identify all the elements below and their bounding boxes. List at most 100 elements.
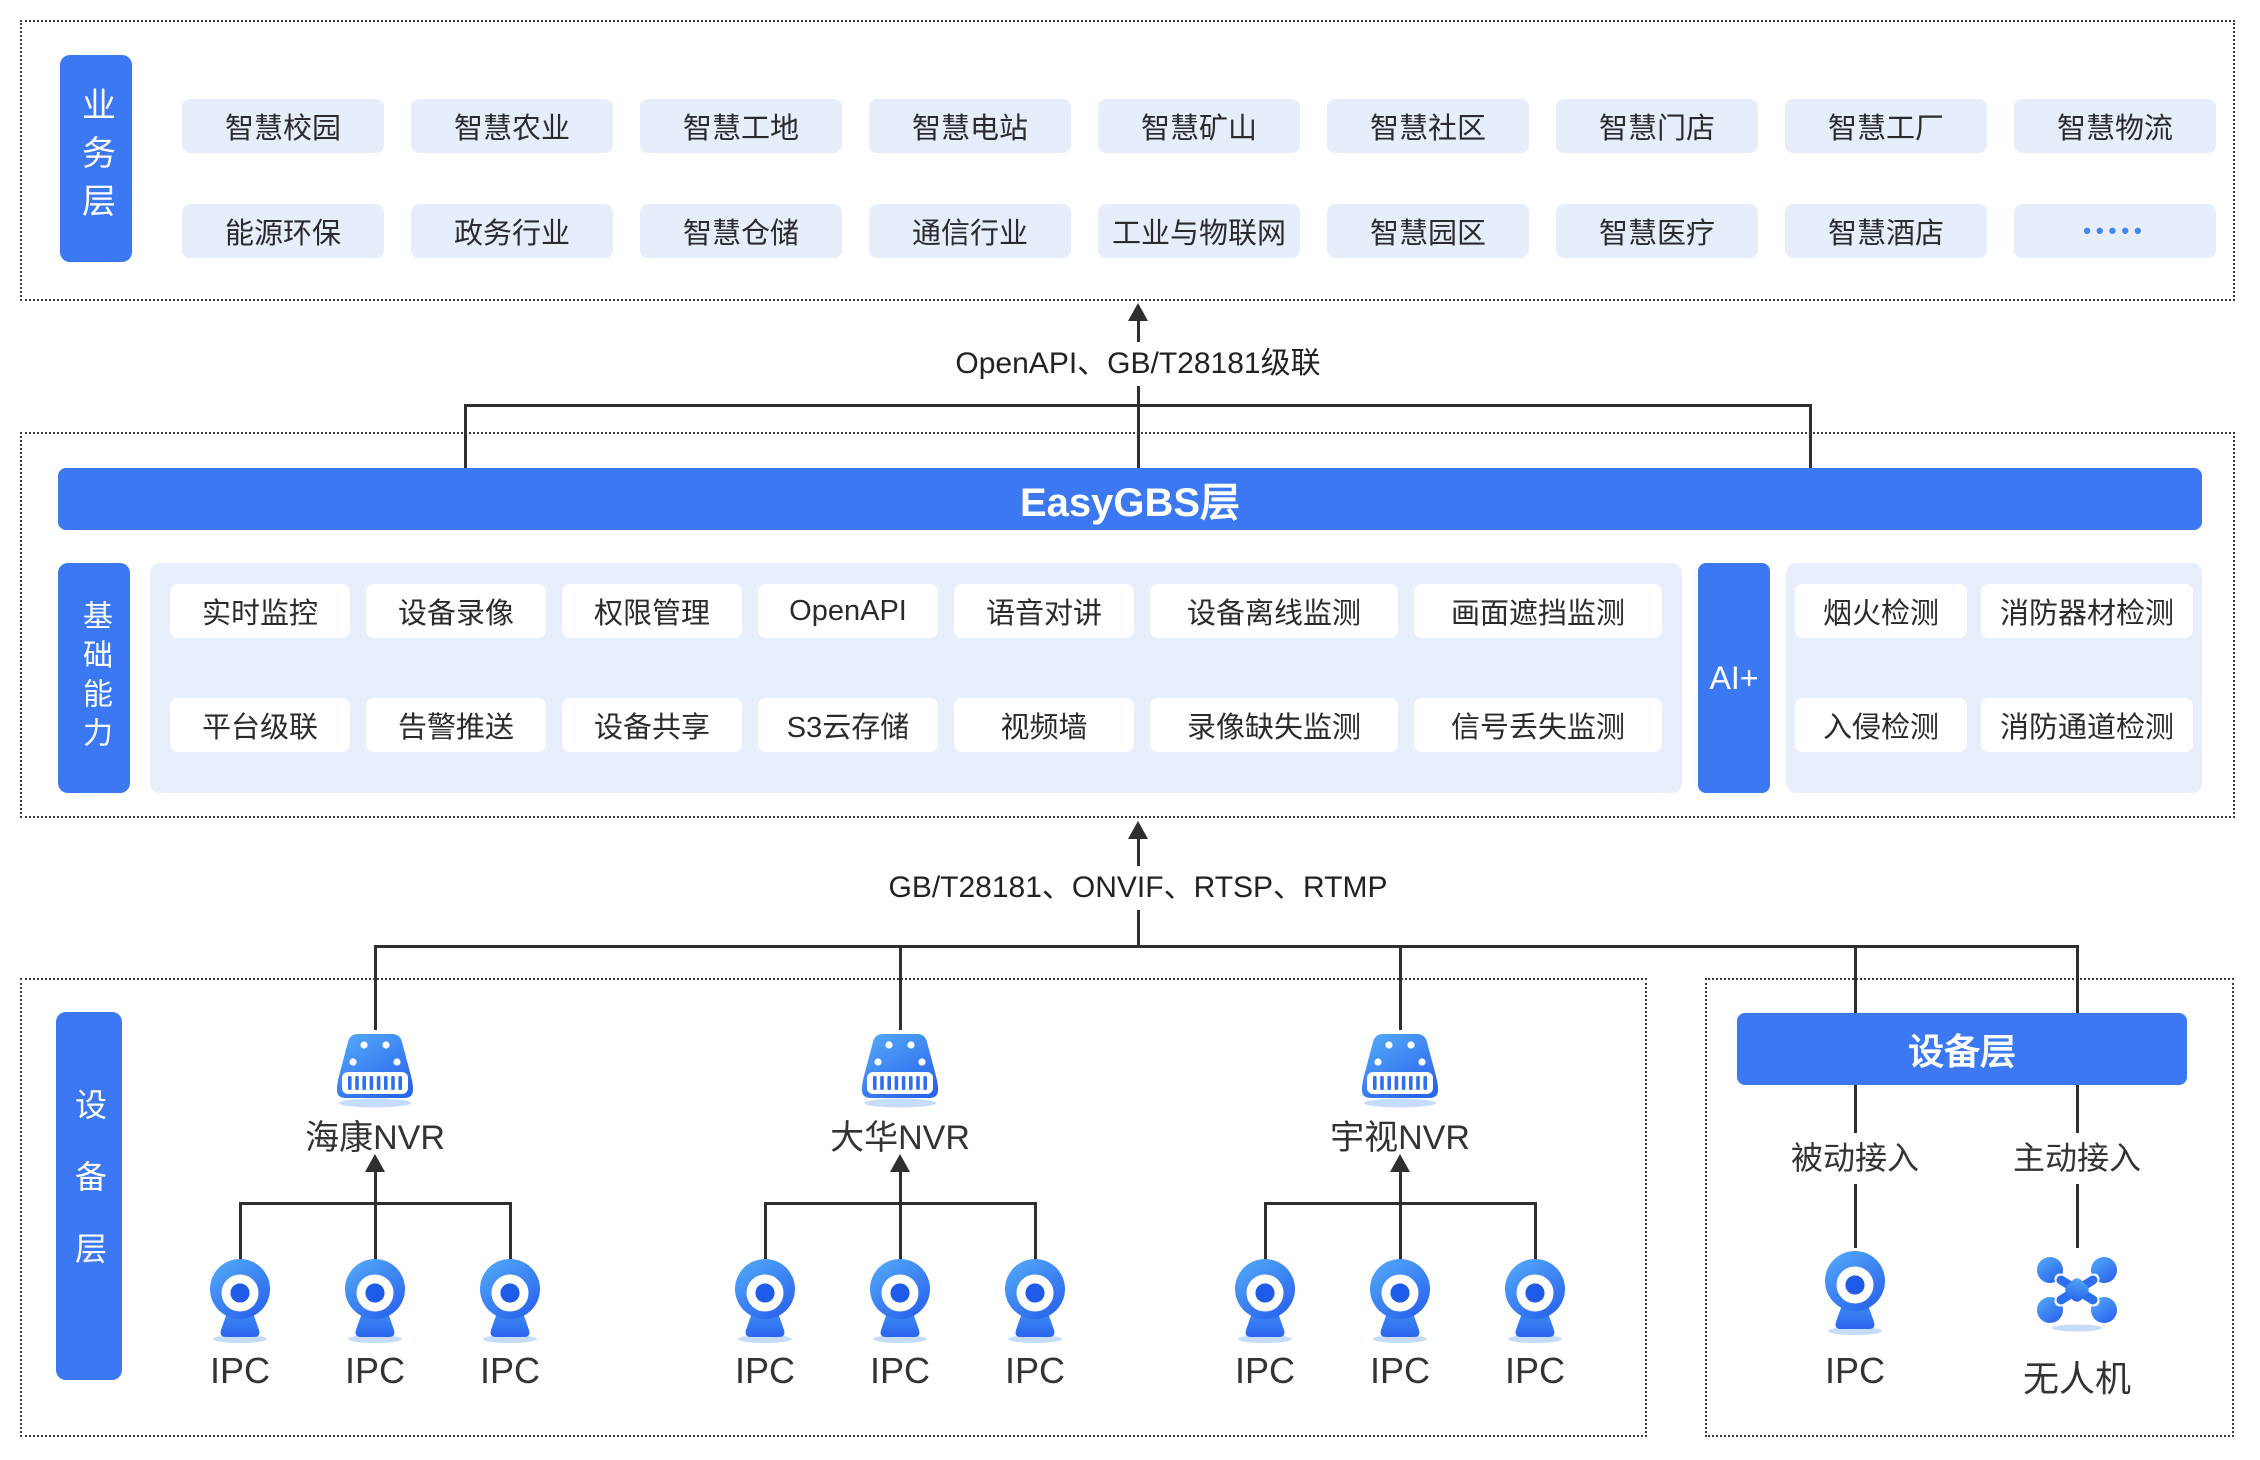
capability-item: OpenAPI: [758, 584, 938, 638]
drone-label: 无人机: [2022, 1358, 2132, 1399]
up-arrow-icon: [365, 1154, 385, 1172]
up-arrow-icon: [1390, 1154, 1410, 1172]
up-arrow-icon: [1128, 821, 1148, 839]
connector-top-bracket-left: [464, 404, 467, 468]
nvr-bracket-line: [765, 1202, 1035, 1205]
nvr-group-dahua: 大华NVR IPC IPC IPC: [720, 1030, 1080, 1410]
ai-item: 入侵检测: [1795, 698, 1967, 752]
business-item: 智慧工地: [640, 99, 842, 153]
nvr-icon: [327, 1030, 423, 1113]
easygbs-title-bar: EasyGBS层: [58, 468, 2202, 530]
nvr-stem-line: [1398, 1170, 1402, 1260]
nvr-bracket-line: [240, 1202, 510, 1205]
business-row-2: 能源环保 政务行业 智慧仓储 通信行业 工业与物联网 智慧园区 智慧医疗 智慧酒…: [182, 204, 2222, 258]
capability-item: S3云存储: [758, 698, 938, 752]
ai-row-2: 入侵检测 消防通道检测: [1795, 698, 2193, 752]
ipc-camera-icon: [725, 1258, 805, 1349]
business-item: 智慧物流: [2014, 99, 2216, 153]
drop-line-nvr-2: [898, 945, 902, 1030]
nvr-drop-left: [763, 1202, 767, 1260]
ipc-camera-icon: [470, 1258, 550, 1349]
nvr-stem-line: [373, 1170, 377, 1260]
connector-top-bracket-right: [1809, 404, 1812, 468]
business-item: 政务行业: [411, 204, 613, 258]
business-layer-label: 业务层: [60, 55, 132, 262]
business-row-1: 智慧校园 智慧农业 智慧工地 智慧电站 智慧矿山 智慧社区 智慧门店 智慧工厂 …: [182, 99, 2222, 153]
ai-item: 烟火检测: [1795, 584, 1967, 638]
nvr-drop-right: [508, 1202, 512, 1260]
ipc-camera-icon: [1815, 1250, 1895, 1341]
business-item: 智慧农业: [411, 99, 613, 153]
connector-top-label: OpenAPI、GB/T28181级联: [939, 342, 1337, 386]
passive-line-lower: [1853, 1184, 1857, 1248]
drop-line-active: [2075, 945, 2079, 1013]
capability-item: 平台级联: [170, 698, 350, 752]
business-item: 智慧工厂: [1785, 99, 1987, 153]
capability-row-1: 实时监控 设备录像 权限管理 OpenAPI 语音对讲 设备离线监测 画面遮挡监…: [170, 584, 1662, 638]
up-arrow-icon: [1128, 303, 1148, 321]
capability-item: 画面遮挡监测: [1414, 584, 1662, 638]
capability-item: 设备离线监测: [1150, 584, 1398, 638]
active-line-upper: [2075, 1085, 2079, 1133]
ai-item: 消防器材检测: [1981, 584, 2193, 638]
drop-line-nvr-3: [1398, 945, 1402, 1030]
business-items: 智慧校园 智慧农业 智慧工地 智慧电站 智慧矿山 智慧社区 智慧门店 智慧工厂 …: [182, 79, 2222, 258]
connector-top-stem: [1136, 319, 1140, 468]
ipc-camera-icon: [200, 1258, 280, 1349]
capability-item: 设备录像: [366, 584, 546, 638]
ipc-camera-icon: [1225, 1258, 1305, 1349]
nvr-name: 宇视NVR: [1330, 1119, 1470, 1157]
capability-row-2: 平台级联 告警推送 设备共享 S3云存储 视频墙 录像缺失监测 信号丢失监测: [170, 698, 1662, 752]
nvr-group-hikvision: 海康NVR IPC IPC IPC: [195, 1030, 555, 1410]
capability-item: 视频墙: [954, 698, 1134, 752]
ipc-label: IPC: [734, 1350, 795, 1391]
nvr-name: 海康NVR: [305, 1119, 445, 1157]
drop-line-passive: [1853, 945, 1857, 1013]
nvr-name: 大华NVR: [830, 1119, 970, 1157]
business-item: 智慧门店: [1556, 99, 1758, 153]
device-layer-label: 设备层: [56, 1012, 122, 1380]
connector-bottom-bus: [374, 945, 2078, 948]
up-arrow-icon: [890, 1154, 910, 1172]
active-line-lower: [2075, 1184, 2079, 1248]
nvr-drop-right: [1533, 1202, 1537, 1260]
nvr-icon: [852, 1030, 948, 1113]
nvr-icon: [1352, 1030, 1448, 1113]
passive-access-label: 被动接入: [1782, 1136, 1928, 1180]
business-item: 智慧酒店: [1785, 204, 1987, 258]
business-item: 工业与物联网: [1098, 204, 1300, 258]
ipc-label: IPC: [1004, 1350, 1065, 1391]
business-layer-box: 业务层 智慧校园 智慧农业 智慧工地 智慧电站 智慧矿山 智慧社区 智慧门店 智…: [20, 20, 2235, 301]
ipc-camera-icon: [860, 1258, 940, 1349]
ipc-camera-icon: [1360, 1258, 1440, 1349]
ipc-label: IPC: [869, 1350, 930, 1391]
device-access-header: 设备层: [1737, 1013, 2187, 1085]
capability-item: 实时监控: [170, 584, 350, 638]
business-item: 智慧社区: [1327, 99, 1529, 153]
connector-bottom-label: GB/T28181、ONVIF、RTSP、RTMP: [872, 866, 1404, 910]
business-item: 智慧电站: [869, 99, 1071, 153]
ipc-label: IPC: [479, 1350, 540, 1391]
nvr-stem-line: [898, 1170, 902, 1260]
capability-item: 语音对讲: [954, 584, 1134, 638]
capability-item: 录像缺失监测: [1150, 698, 1398, 752]
business-item: 智慧园区: [1327, 204, 1529, 258]
passive-line-upper: [1853, 1085, 1857, 1133]
business-item: 智慧校园: [182, 99, 384, 153]
capability-label: 基础能力: [58, 563, 130, 793]
capability-item: 设备共享: [562, 698, 742, 752]
ipc-label: IPC: [1504, 1350, 1565, 1391]
drone-icon: [2033, 1254, 2121, 1337]
ipc-label: IPC: [1369, 1350, 1430, 1391]
ipc-camera-icon: [995, 1258, 1075, 1349]
ipc-label: IPC: [1824, 1350, 1886, 1391]
business-item: 能源环保: [182, 204, 384, 258]
ipc-camera-icon: [1495, 1258, 1575, 1349]
ai-plus-label: AI+: [1698, 563, 1770, 793]
ipc-camera-icon: [335, 1258, 415, 1349]
ipc-label: IPC: [344, 1350, 405, 1391]
capability-item: 告警推送: [366, 698, 546, 752]
nvr-bracket-line: [1265, 1202, 1535, 1205]
capability-panel: 实时监控 设备录像 权限管理 OpenAPI 语音对讲 设备离线监测 画面遮挡监…: [150, 563, 1682, 793]
nvr-drop-left: [238, 1202, 242, 1260]
